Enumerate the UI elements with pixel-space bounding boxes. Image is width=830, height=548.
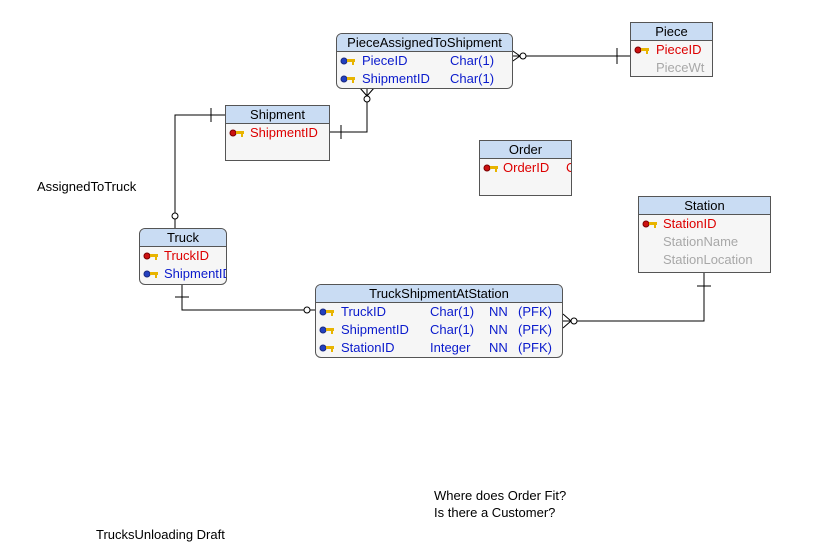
attribute-nullability: NN [489, 340, 508, 355]
attribute-name: StationID [663, 216, 717, 231]
entity-title: TruckShipmentAtStation [316, 285, 562, 303]
entity-shipment[interactable]: Shipment ShipmentID [225, 105, 330, 161]
entity-title: Truck [140, 229, 226, 247]
relationship-truck-tsas[interactable] [175, 284, 316, 314]
foreign-key-icon [340, 75, 355, 83]
relationship-assigned-to-truck[interactable] [171, 108, 225, 229]
attribute-row[interactable]: StationLocation [639, 251, 770, 269]
attribute-row[interactable]: PieceWt [631, 59, 712, 76]
entity-title: PieceAssignedToShipment [337, 34, 512, 52]
attribute-name: PieceWt [656, 60, 705, 75]
attribute-row[interactable]: PieceID Char(1) [337, 52, 512, 70]
attribute-row[interactable]: ShipmentID [226, 124, 329, 142]
entity-station[interactable]: Station StationID StationName StationLoc… [638, 196, 771, 273]
foreign-key-icon [319, 344, 334, 352]
attribute-name: ShipmentID [250, 125, 318, 140]
attribute-row[interactable]: OrderID C [480, 159, 571, 177]
note-question-customer: Is there a Customer? [434, 505, 556, 520]
attribute-key-flag: (PFK) [518, 340, 552, 355]
attribute-type: Char(1) [430, 304, 475, 319]
relationship-label: AssignedToTruck [37, 179, 137, 194]
foreign-key-icon [143, 270, 158, 278]
attribute-name: ShipmentID [341, 322, 409, 337]
entity-order[interactable]: Order OrderID C [479, 140, 572, 196]
primary-key-icon [483, 164, 498, 172]
entity-title: Order [480, 141, 571, 159]
primary-key-icon [229, 129, 244, 137]
attribute-row[interactable]: ShipmentID Char(1) NN (PFK) [316, 321, 562, 339]
attribute-nullability: NN [489, 322, 508, 337]
attribute-name: OrderID [503, 160, 550, 175]
attribute-row[interactable]: PieceID [631, 41, 712, 59]
attribute-type: Integer [430, 340, 471, 355]
entity-title: Shipment [226, 106, 329, 124]
attribute-nullability: NN [489, 304, 508, 319]
attribute-type: C [566, 160, 571, 175]
foreign-key-icon [319, 308, 334, 316]
attribute-type: Char(1) [450, 53, 495, 68]
model-name-label: TrucksUnloading Draft [96, 527, 225, 542]
attribute-row[interactable]: TruckID Char(1) NN (PFK) [316, 303, 562, 321]
attribute-key-flag: (PFK) [518, 322, 552, 337]
primary-key-icon [642, 220, 657, 228]
relationship-shipment-piece-assigned[interactable] [330, 87, 375, 139]
attribute-row[interactable]: StationID Integer NN (PFK) [316, 339, 562, 357]
note-question-order: Where does Order Fit? [434, 488, 567, 503]
entity-truck-shipment-at-station[interactable]: TruckShipmentAtStation TruckID Char(1) N… [315, 284, 563, 358]
attribute-key-flag: (PFK) [518, 304, 552, 319]
entity-title: Station [639, 197, 770, 215]
attribute-row[interactable]: StationID [639, 215, 770, 233]
entity-piece-assigned-to-shipment[interactable]: PieceAssignedToShipment PieceID Char(1) … [336, 33, 513, 89]
attribute-type: Char(1) [430, 322, 475, 337]
attribute-name: StationName [663, 234, 739, 249]
attribute-name: ShipmentID [164, 266, 227, 281]
attribute-name: StationLocation [663, 252, 753, 267]
primary-key-icon [143, 252, 158, 260]
foreign-key-icon [319, 326, 334, 334]
attribute-row[interactable]: ShipmentID Char(1) [337, 70, 512, 88]
attribute-name: StationID [341, 340, 395, 355]
attribute-type: Char(1) [450, 71, 495, 86]
attribute-name: ShipmentID [362, 71, 430, 86]
attribute-row[interactable]: TruckID [140, 247, 226, 265]
attribute-name: TruckID [164, 248, 210, 263]
attribute-name: TruckID [341, 304, 387, 319]
attribute-name: PieceID [362, 53, 408, 68]
primary-key-icon [634, 46, 649, 54]
foreign-key-icon [340, 57, 355, 65]
relationship-piece-assigned-piece[interactable] [509, 48, 631, 64]
entity-piece[interactable]: Piece PieceID PieceWt [630, 22, 713, 77]
attribute-row[interactable]: ShipmentID [140, 265, 226, 283]
attribute-name: PieceID [656, 42, 702, 57]
entity-truck[interactable]: Truck TruckID ShipmentID [139, 228, 227, 285]
attribute-row[interactable]: StationName [639, 233, 770, 251]
entity-title: Piece [631, 23, 712, 41]
relationship-station-tsas[interactable] [562, 272, 711, 329]
